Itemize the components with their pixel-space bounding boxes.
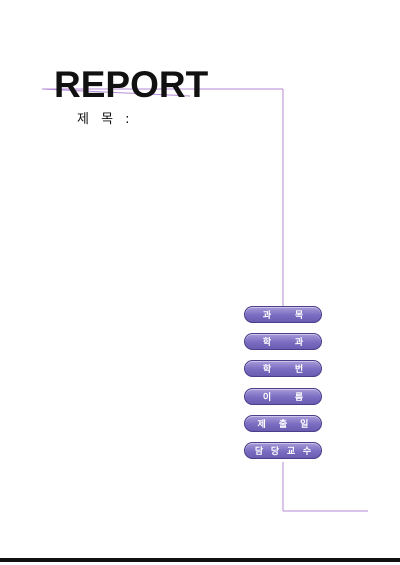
subject-label: 제 목 : xyxy=(77,112,134,127)
title-underline-accent xyxy=(41,88,191,97)
bottom-border xyxy=(0,558,400,562)
report-title: REPORT xyxy=(54,64,209,105)
